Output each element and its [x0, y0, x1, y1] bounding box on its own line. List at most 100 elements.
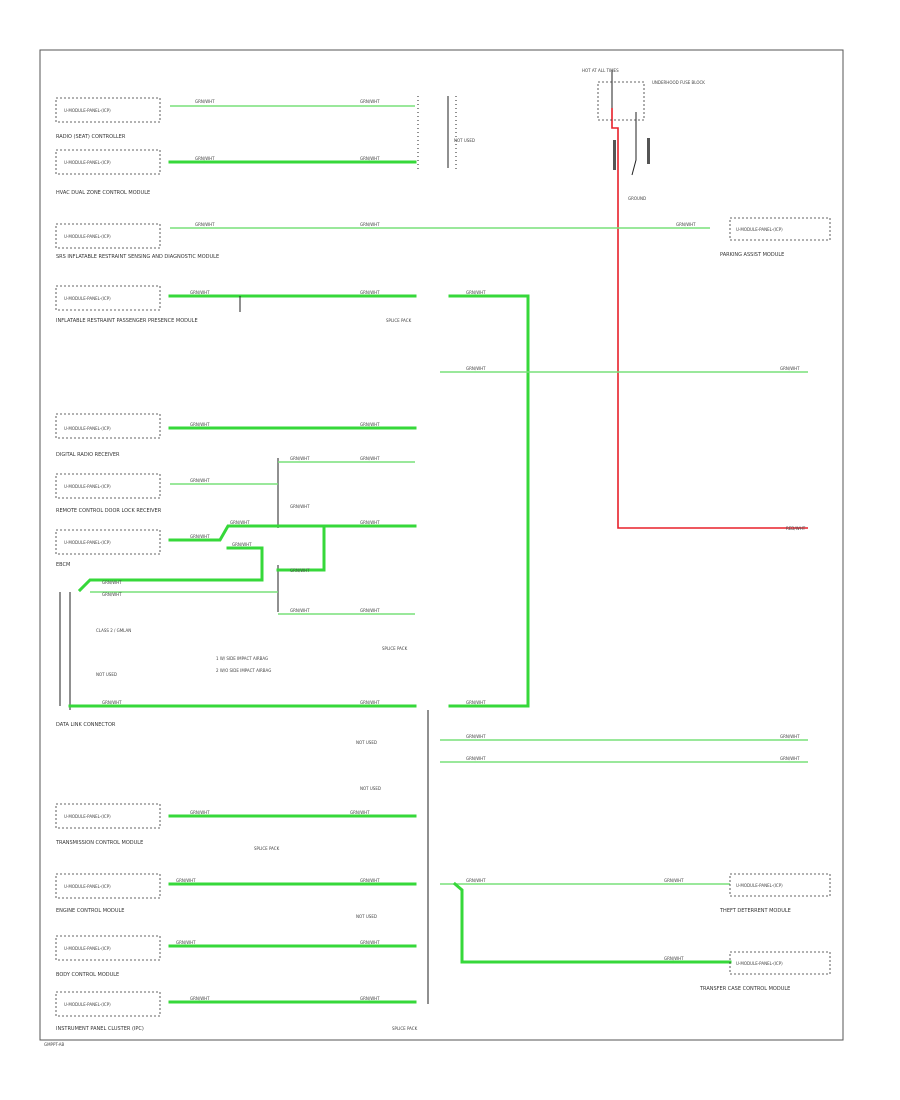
- module-box: [55, 285, 161, 311]
- module-box: [729, 217, 831, 241]
- not-used-label: NOT USED: [356, 914, 377, 919]
- fuse-block-label: UNDERHOOD FUSE BLOCK: [652, 80, 705, 85]
- wire-label: GRN/WHT: [466, 734, 486, 739]
- footer-code: GMPPT-AB: [44, 1042, 65, 1047]
- wire-label: GRN/WHT: [360, 156, 380, 161]
- module-caption: RADIO (SEAT) CONTROLLER: [56, 134, 126, 140]
- wire-label-red: RED/WHT: [786, 526, 806, 531]
- wire-label: GRN/WHT: [360, 290, 380, 295]
- wire-label: GRN/WHT: [360, 878, 380, 883]
- not-used-label: NOT USED: [360, 786, 381, 791]
- wire-label: GRN/WHT: [102, 700, 122, 705]
- wire-label: GRN/WHT: [190, 290, 210, 295]
- module-label: U-MODULE-PANEL-(ICP): [736, 227, 783, 232]
- power-wire: [611, 108, 808, 529]
- module-caption: DIGITAL RADIO RECEIVER: [56, 452, 120, 458]
- wire-label: GRN/WHT: [176, 940, 196, 945]
- module-label: U-MODULE-PANEL-(ICP): [736, 883, 783, 888]
- module-box: [55, 413, 161, 439]
- wire-label: GRN/WHT: [360, 520, 380, 525]
- module-caption: REMOTE CONTROL DOOR LOCK RECEIVER: [56, 508, 162, 514]
- splice-labels: SPLICE PACK SPLICE PACK SPLICE PACK SPLI…: [254, 318, 418, 1031]
- wire-label: GRN/WHT: [360, 222, 380, 227]
- wire-label: GRN/WHT: [466, 366, 486, 371]
- wire-label: GRN/WHT: [360, 700, 380, 705]
- wire-label: GRN/WHT: [466, 878, 486, 883]
- module-label: U-MODULE-PANEL-(ICP): [64, 160, 111, 165]
- fuse-label: HOT AT ALL TIMES: [582, 68, 619, 73]
- wire-label: GRN/WHT: [780, 366, 800, 371]
- module-caption: TRANSFER CASE CONTROL MODULE: [699, 986, 790, 992]
- data-link-connector: CLASS 2 / GMLAN NOT USED: [59, 592, 131, 706]
- wire-label: GRN/WHT: [360, 996, 380, 1001]
- splice-label: SPLICE PACK: [382, 646, 408, 651]
- wire-label: GRN/WHT: [780, 756, 800, 761]
- splice-label: SPLICE PACK: [254, 846, 280, 851]
- wire-label: GRN/WHT: [195, 99, 215, 104]
- captions-right: PARKING ASSIST MODULE THEFT DETERRENT MO…: [699, 252, 791, 992]
- dlc-label: CLASS 2 / GMLAN: [96, 628, 131, 633]
- module-box: [55, 935, 161, 961]
- ground-label: GROUND: [628, 196, 646, 201]
- wire-label: GRN/WHT: [350, 810, 370, 815]
- module-caption: HVAC DUAL ZONE CONTROL MODULE: [56, 190, 150, 196]
- module-box: [55, 473, 161, 499]
- ground-wire: [611, 70, 637, 176]
- wire-label: GRN/WHT: [190, 478, 210, 483]
- module-label: U-MODULE-PANEL-(ICP): [64, 884, 111, 889]
- wire-label: GRN/WHT: [360, 422, 380, 427]
- module-label: U-MODULE-PANEL-(ICP): [64, 814, 111, 819]
- fuse-block-box: [597, 81, 645, 121]
- module-caption: INSTRUMENT PANEL CLUSTER (IPC): [56, 1026, 144, 1032]
- wire-label: GRN/WHT: [102, 580, 122, 585]
- module-label: U-MODULE-PANEL-(ICP): [64, 946, 111, 951]
- wire-label: GRN/WHT: [664, 878, 684, 883]
- module-box: [729, 951, 831, 975]
- wire-label: GRN/WHT: [360, 608, 380, 613]
- legend-item: 1 W/ SIDE IMPACT AIRBAG: [216, 656, 268, 661]
- wire-label: GRN/WHT: [664, 956, 684, 961]
- wire-label: GRN/WHT: [780, 734, 800, 739]
- wire-label: GRN/WHT: [466, 756, 486, 761]
- module-label: U-MODULE-PANEL-(ICP): [64, 540, 111, 545]
- terminal-ticks: [417, 96, 457, 170]
- module-caption: BODY CONTROL MODULE: [56, 972, 119, 978]
- module-box: [55, 97, 161, 123]
- module-boxes-left: U-MODULE-PANEL-(ICP) U-MODULE-PANEL-(ICP…: [55, 97, 161, 1017]
- wire-label: GRN/WHT: [195, 156, 215, 161]
- wire-label: GRN/WHT: [360, 99, 380, 104]
- wire-label: GRN/WHT: [360, 940, 380, 945]
- not-used-label: NOT USED: [356, 740, 377, 745]
- legend-item: 2 W/O SIDE IMPACT AIRBAG: [216, 668, 271, 673]
- module-box: [55, 149, 161, 175]
- module-label: U-MODULE-PANEL-(ICP): [64, 296, 111, 301]
- wire-label: GRN/WHT: [190, 422, 210, 427]
- module-caption: PARKING ASSIST MODULE: [720, 252, 784, 258]
- wire-label: GRN/WHT: [230, 520, 250, 525]
- module-caption: SRS INFLATABLE RESTRAINT SENSING AND DIA…: [56, 254, 219, 260]
- module-label: U-MODULE-PANEL-(ICP): [64, 426, 111, 431]
- module-label: U-MODULE-PANEL-(ICP): [64, 484, 111, 489]
- module-caption: ENGINE CONTROL MODULE: [56, 908, 124, 914]
- wire-label: GRN/WHT: [290, 568, 310, 573]
- module-box: [55, 803, 161, 829]
- wire-label: GRN/WHT: [176, 878, 196, 883]
- wire-label: GRN/WHT: [290, 504, 310, 509]
- data-wire: [168, 524, 326, 572]
- module-label: U-MODULE-PANEL-(ICP): [64, 108, 111, 113]
- wire-label: GRN/WHT: [195, 222, 215, 227]
- module-box: [55, 529, 161, 555]
- module-box: [55, 991, 161, 1017]
- module-caption: EBCM: [56, 562, 70, 568]
- module-box: [55, 873, 161, 899]
- dlc-label: NOT USED: [96, 672, 117, 677]
- module-boxes-right: U-MODULE-PANEL-(ICP) U-MODULE-PANEL-(ICP…: [729, 217, 831, 975]
- captions-left: RADIO (SEAT) CONTROLLER HVAC DUAL ZONE C…: [55, 134, 219, 1032]
- wire-label: GRN/WHT: [232, 542, 252, 547]
- wire-label: GRN/WHT: [102, 592, 122, 597]
- wire-label: GRN/WHT: [360, 456, 380, 461]
- wire-marker: [613, 140, 616, 170]
- module-caption: DATA LINK CONNECTOR: [56, 722, 116, 728]
- diagram-frame: [39, 49, 844, 1041]
- wire-label: GRN/WHT: [290, 456, 310, 461]
